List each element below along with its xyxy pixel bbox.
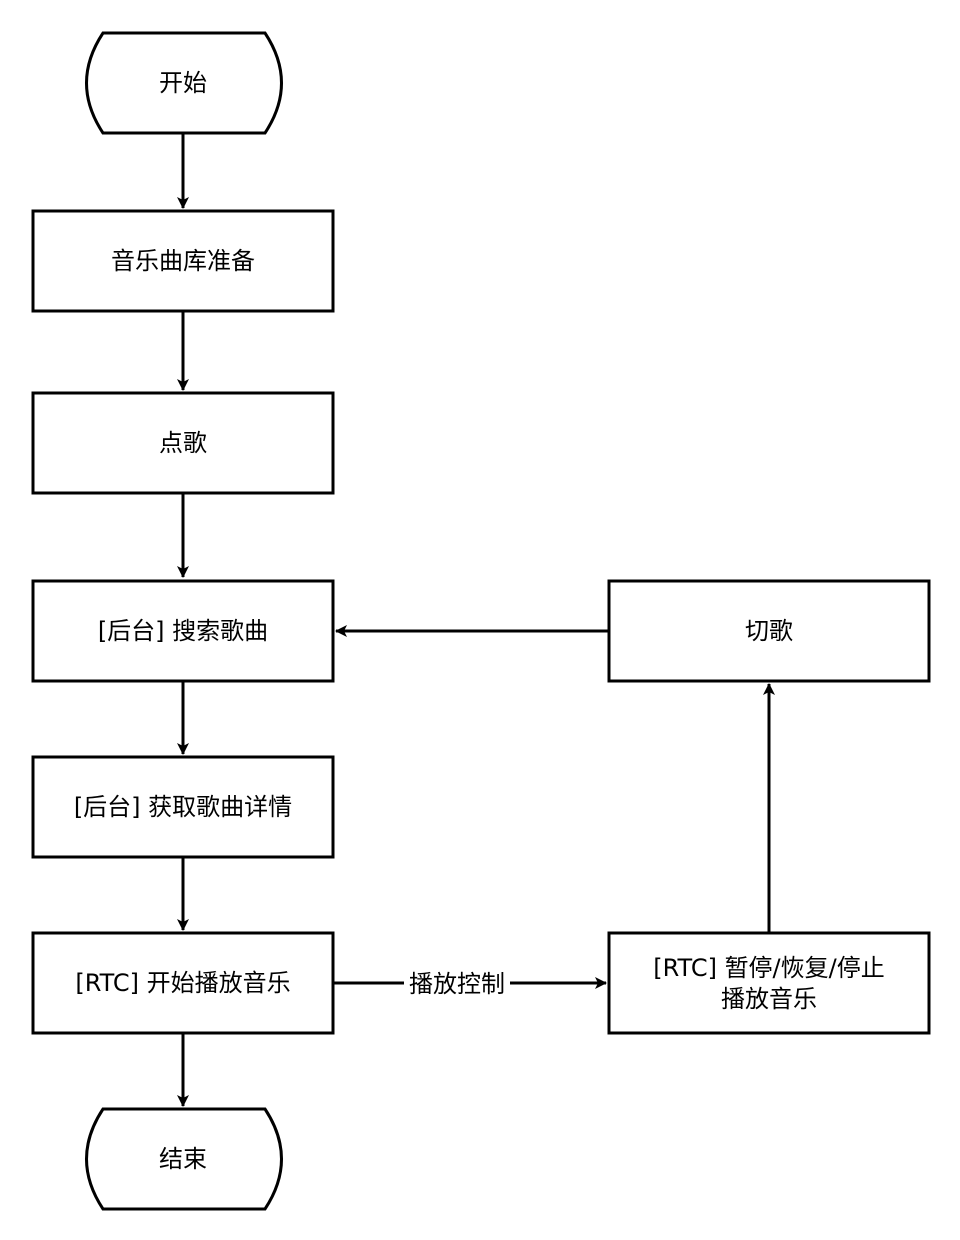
switch-song-label: 切歌 [745, 617, 793, 645]
edge-label-playback-control: 播放控制 [404, 968, 510, 998]
end-terminal [85, 1107, 283, 1211]
search-song-box [31, 579, 335, 683]
prepare-library-label: 音乐曲库准备 [111, 247, 255, 275]
edge-label-text: 播放控制 [409, 970, 505, 998]
end-label: 结束 [159, 1145, 207, 1173]
search-song-label: [后台] 搜索歌曲 [98, 617, 268, 645]
playback-control-label-line2: 播放音乐 [721, 985, 817, 1013]
pick-song-label: 点歌 [159, 429, 207, 457]
start-label: 开始 [159, 69, 207, 97]
start-playback-label: [RTC] 开始播放音乐 [75, 969, 290, 997]
start-playback-box [31, 931, 335, 1035]
switch-song-box [607, 579, 931, 683]
get-details-label: [后台] 获取歌曲详情 [74, 793, 292, 821]
node-labels: 开始 音乐曲库准备 点歌 [后台] 搜索歌曲 [后台] 获取歌曲详情 [RTC]… [74, 69, 885, 1173]
get-details-box [31, 755, 335, 859]
pick-song-box [31, 391, 335, 495]
playback-control-box [607, 931, 931, 1035]
playback-control-label-line1: [RTC] 暂停/恢复/停止 [653, 954, 884, 982]
prepare-library-box [31, 209, 335, 313]
start-terminal [85, 31, 283, 135]
